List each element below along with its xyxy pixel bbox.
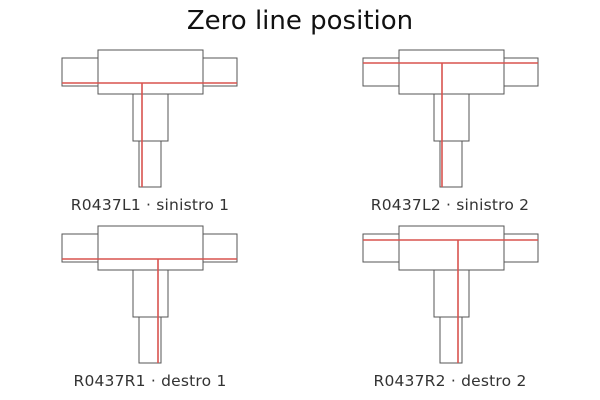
right-stub — [202, 57, 238, 87]
connector-label-r0437l1: R0437L1 · sinistro 1 — [70, 196, 230, 214]
t-head — [398, 225, 505, 271]
t-stem — [433, 269, 470, 318]
stem-tail — [138, 316, 162, 364]
connector-r0437r1 — [61, 225, 238, 364]
right-stub — [503, 57, 539, 87]
connector-label-r0437l2: R0437L2 · sinistro 2 — [370, 196, 530, 214]
left-stub — [61, 233, 99, 263]
right-stub — [503, 233, 539, 263]
connector-r0437r2 — [362, 225, 539, 364]
t-head — [398, 49, 505, 95]
left-stub — [362, 233, 400, 263]
right-stub — [202, 233, 238, 263]
stem-tail — [439, 316, 463, 364]
t-stem — [433, 93, 470, 142]
connector-r0437l2 — [362, 49, 539, 188]
stem-tail — [439, 140, 463, 188]
t-head — [97, 225, 204, 271]
t-stem — [132, 93, 169, 142]
t-stem — [132, 269, 169, 318]
t-head — [97, 49, 204, 95]
stem-tail — [138, 140, 162, 188]
connector-r0437l1 — [61, 49, 238, 188]
page-title: Zero line position — [186, 6, 414, 36]
connector-label-r0437r1: R0437R1 · destro 1 — [73, 372, 227, 390]
connector-label-r0437r2: R0437R2 · destro 2 — [373, 372, 527, 390]
left-stub — [61, 57, 99, 87]
